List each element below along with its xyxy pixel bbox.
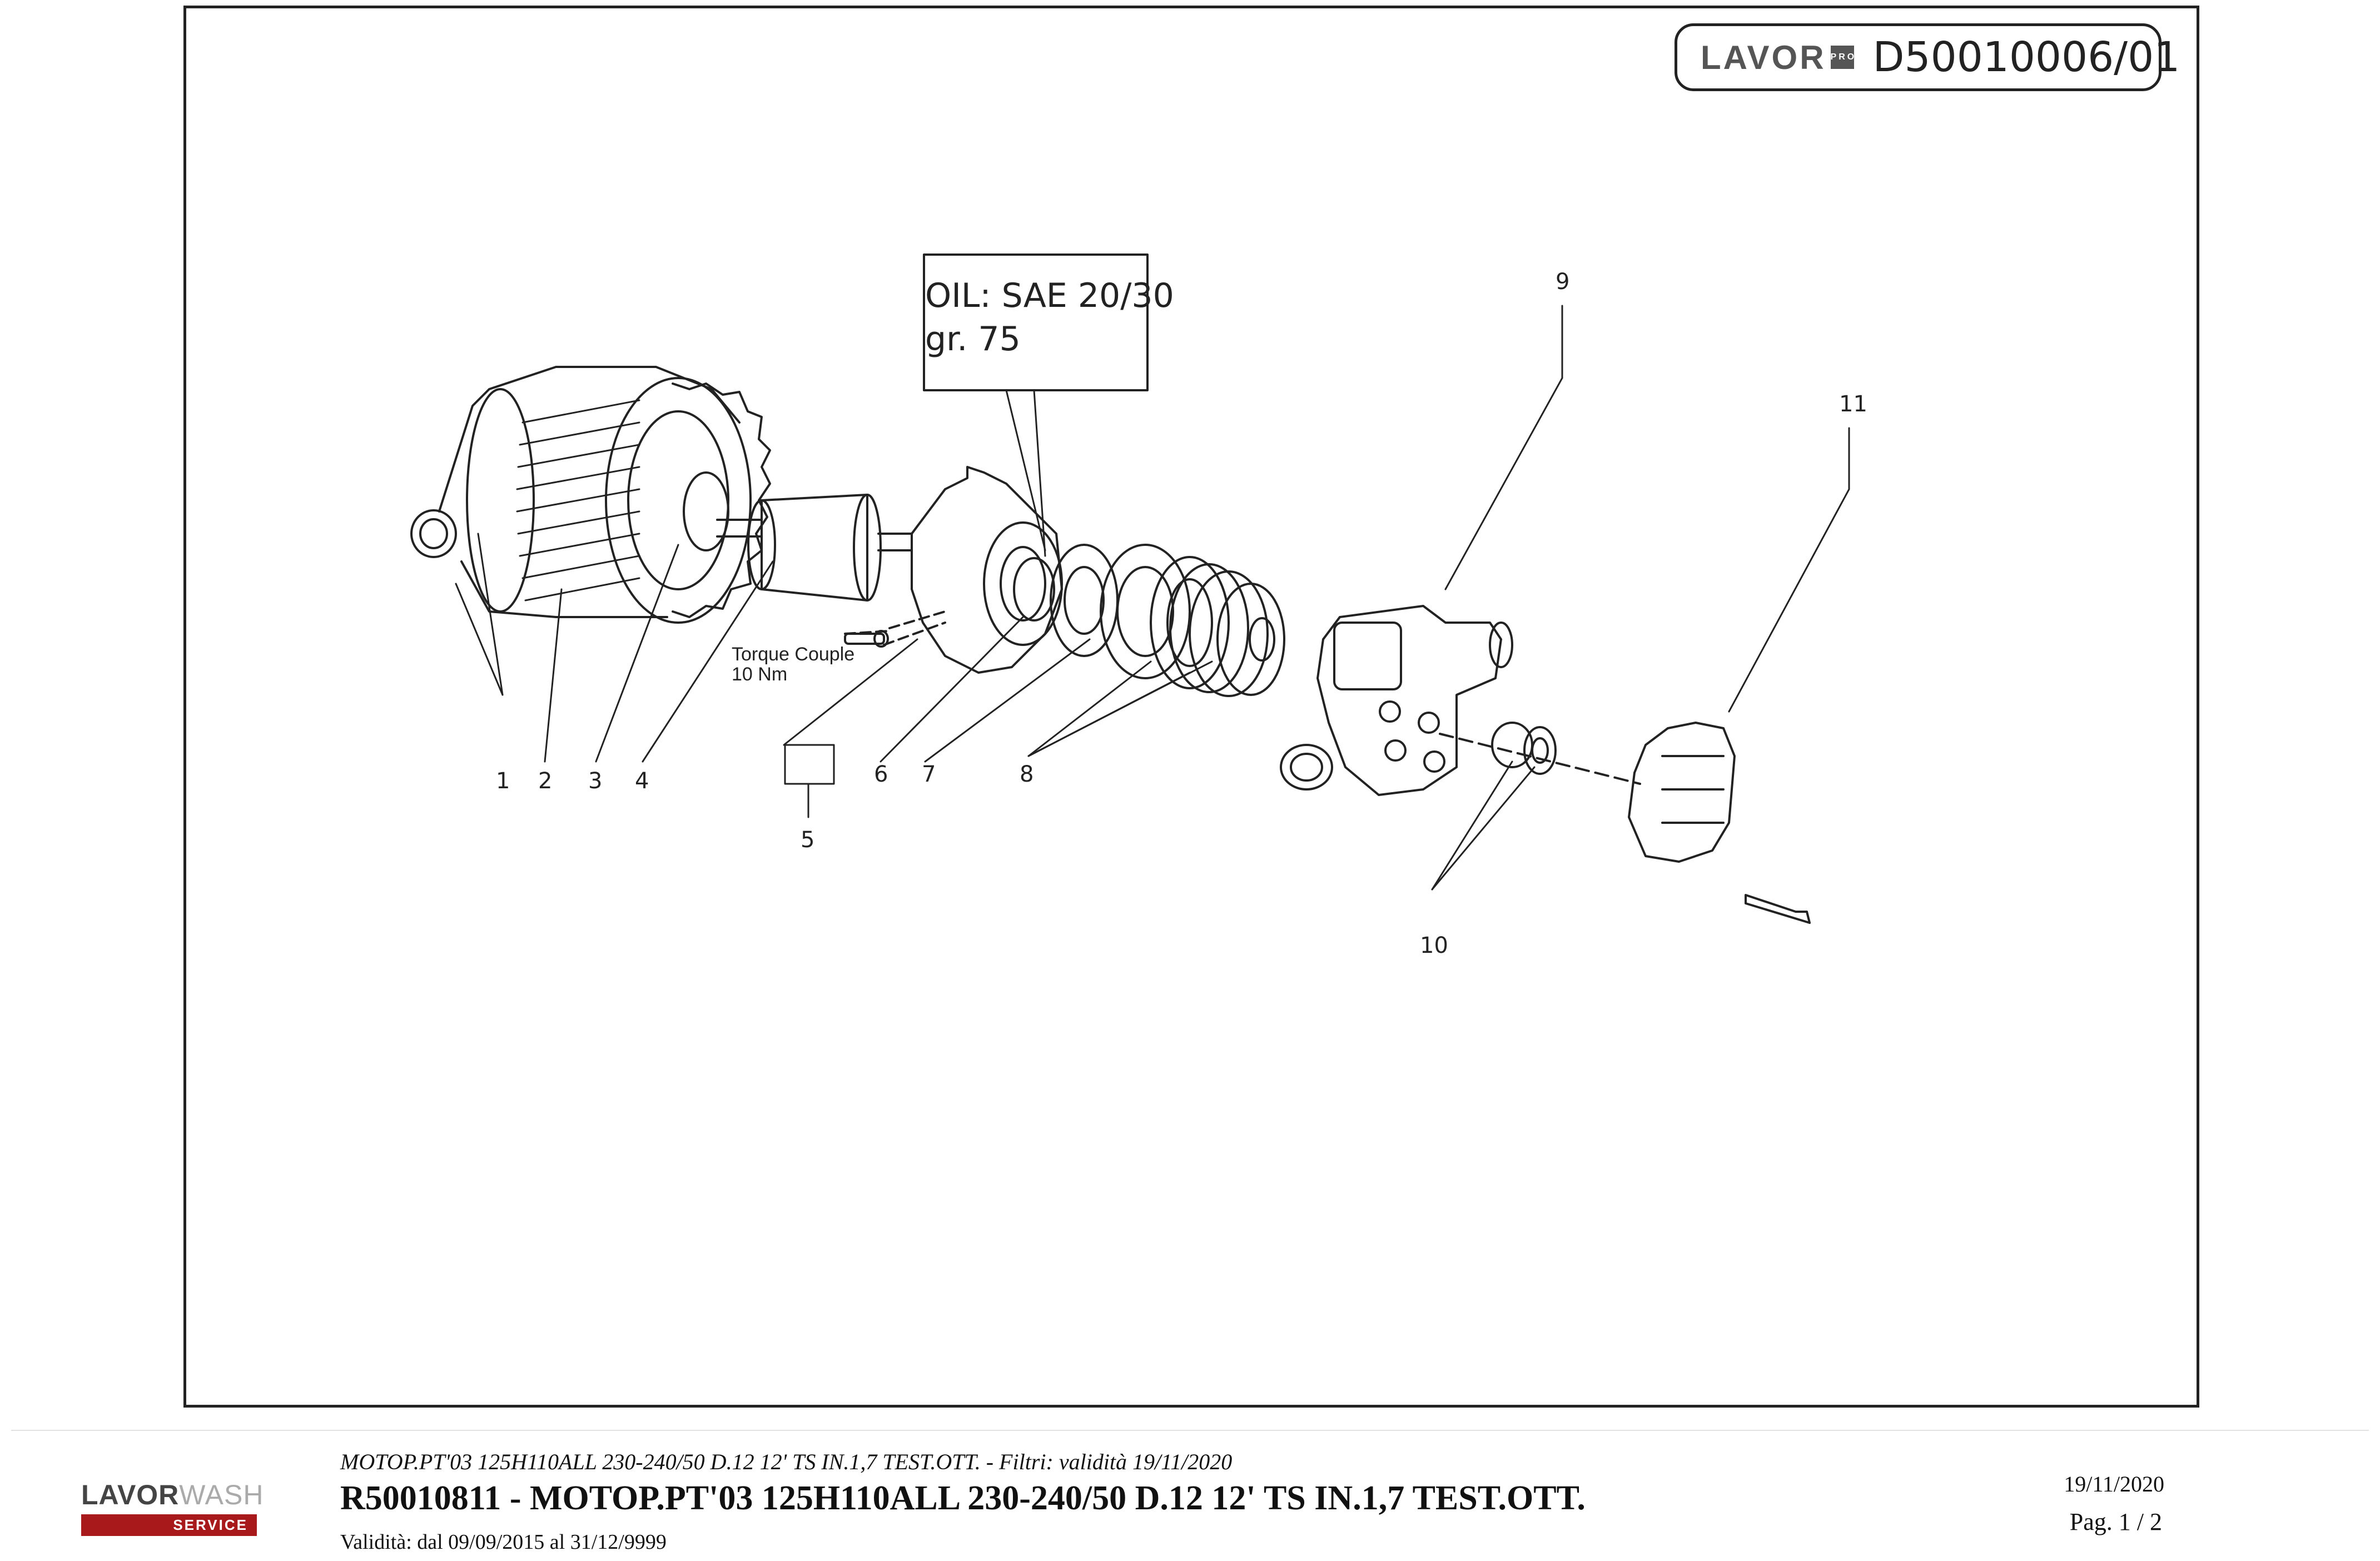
footer-logo-band: SERVICE (81, 1514, 257, 1536)
callout-2: 2 (538, 768, 552, 794)
torque-note-line2: 10 Nm (732, 664, 787, 685)
drawing-frame (183, 6, 2199, 1408)
callout-8: 8 (1020, 762, 1034, 787)
footer-logo-light: WASH (179, 1479, 264, 1510)
callout-4: 4 (635, 768, 649, 794)
callout-6: 6 (874, 762, 888, 787)
lavor-logo: LAVOR PRO (1701, 38, 1854, 77)
lavorwash-service-logo: LAVORWASH SERVICE (81, 1479, 263, 1544)
footer-validity: Validità: dal 09/09/2015 al 31/12/9999 (340, 1530, 667, 1554)
document-code: D50010006/01 (1872, 33, 2180, 81)
callout-3: 3 (588, 768, 602, 794)
callout-9: 9 (1556, 269, 1569, 295)
torque-note-line1: Torque Couple (732, 644, 854, 665)
valve-drawing (1439, 722, 1641, 785)
brand-header: LAVOR PRO D50010006/01 (1675, 23, 2180, 91)
brand-badge: PRO (1830, 46, 1854, 69)
pump-head-drawing (1280, 605, 1513, 796)
rotor-drawing (716, 494, 913, 601)
footer-title: R50010811 - MOTOP.PT'03 125H110ALL 230-2… (340, 1479, 1586, 1517)
callout-7: 7 (922, 762, 936, 787)
brand-name: LAVOR (1701, 38, 1826, 76)
footer-divider (11, 1430, 2369, 1431)
callout-leaders (455, 305, 1850, 891)
callout-1: 1 (496, 768, 510, 794)
callout-11: 11 (1839, 391, 1867, 417)
footer-filter-line: MOTOP.PT'03 125H110ALL 230-240/50 D.12 1… (340, 1449, 1233, 1474)
pump-casing-drawing (844, 466, 1063, 674)
oil-note-box (923, 253, 1149, 391)
callout-5: 5 (801, 827, 814, 853)
footer-date: 19/11/2020 (2064, 1471, 2164, 1497)
callout-10: 10 (1420, 933, 1448, 958)
footer-page-number: Pag. 1 / 2 (2069, 1508, 2162, 1535)
bearing-drawing (1050, 544, 1285, 697)
oil-note-line1: OIL: SAE 20/30 (925, 276, 1174, 315)
manifold-drawing (1628, 722, 1811, 924)
oil-note-line2: gr. 75 (925, 320, 1021, 359)
footer-logo-bold: LAVOR (81, 1479, 180, 1510)
motor-part-drawing (410, 366, 771, 624)
